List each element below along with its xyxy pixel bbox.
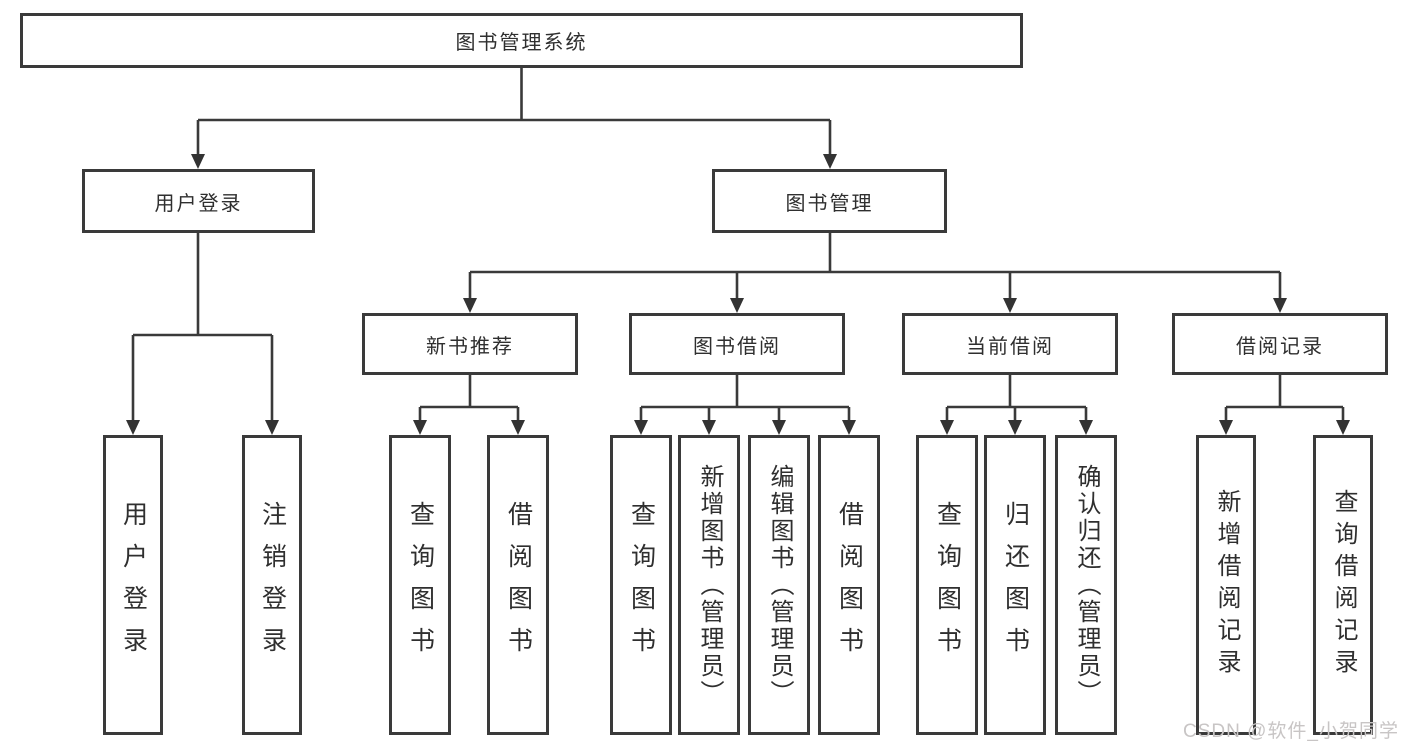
arrow-down-icon [940,420,954,435]
node-borrow-records: 借阅记录 [1172,313,1388,375]
arrow-down-icon [634,420,648,435]
node-leaf-confirm-return-admin: 确认归还（管理员） [1055,435,1117,735]
node-leaf-query-books-borrowing: 查询图书 [610,435,672,735]
node-leaf-edit-books-admin-label: 编辑图书（管理员） [766,463,793,707]
arrow-down-icon [413,420,427,435]
node-leaf-query-books-borrowing-label: 查询图书 [627,501,656,669]
node-user-login-module: 用户登录 [82,169,315,233]
node-leaf-borrow-books-label: 借阅图书 [835,501,864,669]
node-leaf-user-login: 用户登录 [103,435,163,735]
node-leaf-add-borrow-record-label: 新增借阅记录 [1213,489,1240,681]
node-leaf-logout: 注销登录 [242,435,302,735]
arrow-down-icon [511,420,525,435]
node-current-borrowing: 当前借阅 [902,313,1118,375]
node-current-borrowing-label: 当前借阅 [966,335,1054,358]
node-book-borrowing-label: 图书借阅 [693,335,781,358]
arrow-down-icon [772,420,786,435]
node-new-book-recommend: 新书推荐 [362,313,578,375]
node-borrow-records-label: 借阅记录 [1236,335,1324,358]
node-leaf-borrow-books: 借阅图书 [818,435,880,735]
node-leaf-add-books-admin-label: 新增图书（管理员） [696,463,723,707]
node-leaf-add-borrow-record: 新增借阅记录 [1196,435,1256,735]
node-leaf-query-borrow-record: 查询借阅记录 [1313,435,1373,735]
node-book-management-label: 图书管理 [785,192,874,215]
node-leaf-logout-label: 注销登录 [258,501,287,669]
arrow-down-icon [1336,420,1350,435]
node-leaf-return-books: 归还图书 [984,435,1046,735]
arrow-down-icon [730,298,744,313]
node-leaf-query-books-recommend: 查询图书 [389,435,451,735]
arrow-down-icon [265,420,279,435]
arrow-down-icon [702,420,716,435]
csdn-watermark: CSDN @软件_小贺同学 [1183,721,1399,742]
arrow-down-icon [463,298,477,313]
node-leaf-user-login-label: 用户登录 [119,501,148,669]
node-leaf-return-books-label: 归还图书 [1001,501,1030,669]
arrow-down-icon [1008,420,1022,435]
node-user-login-module-label: 用户登录 [154,192,243,215]
node-leaf-borrow-books-recommend: 借阅图书 [487,435,549,735]
node-book-management: 图书管理 [712,169,947,233]
node-leaf-edit-books-admin: 编辑图书（管理员） [748,435,810,735]
node-library-system-label: 图书管理系统 [455,32,588,54]
arrow-down-icon [1003,298,1017,313]
node-leaf-add-books-admin: 新增图书（管理员） [678,435,740,735]
node-leaf-confirm-return-admin-label: 确认归还（管理员） [1073,463,1100,707]
arrow-down-icon [126,420,140,435]
arrow-down-icon [191,154,205,169]
node-leaf-query-books-current: 查询图书 [916,435,978,735]
node-book-borrowing: 图书借阅 [629,313,845,375]
node-leaf-borrow-books-recommend-label: 借阅图书 [504,501,533,669]
arrow-down-icon [1219,420,1233,435]
node-leaf-query-books-current-label: 查询图书 [933,501,962,669]
arrow-down-icon [842,420,856,435]
node-leaf-query-borrow-record-label: 查询借阅记录 [1330,489,1357,681]
node-new-book-recommend-label: 新书推荐 [426,335,514,358]
arrow-down-icon [1273,298,1287,313]
node-leaf-query-books-recommend-label: 查询图书 [406,501,435,669]
arrow-down-icon [1079,420,1093,435]
node-library-system: 图书管理系统 [20,13,1023,68]
arrow-down-icon [823,154,837,169]
